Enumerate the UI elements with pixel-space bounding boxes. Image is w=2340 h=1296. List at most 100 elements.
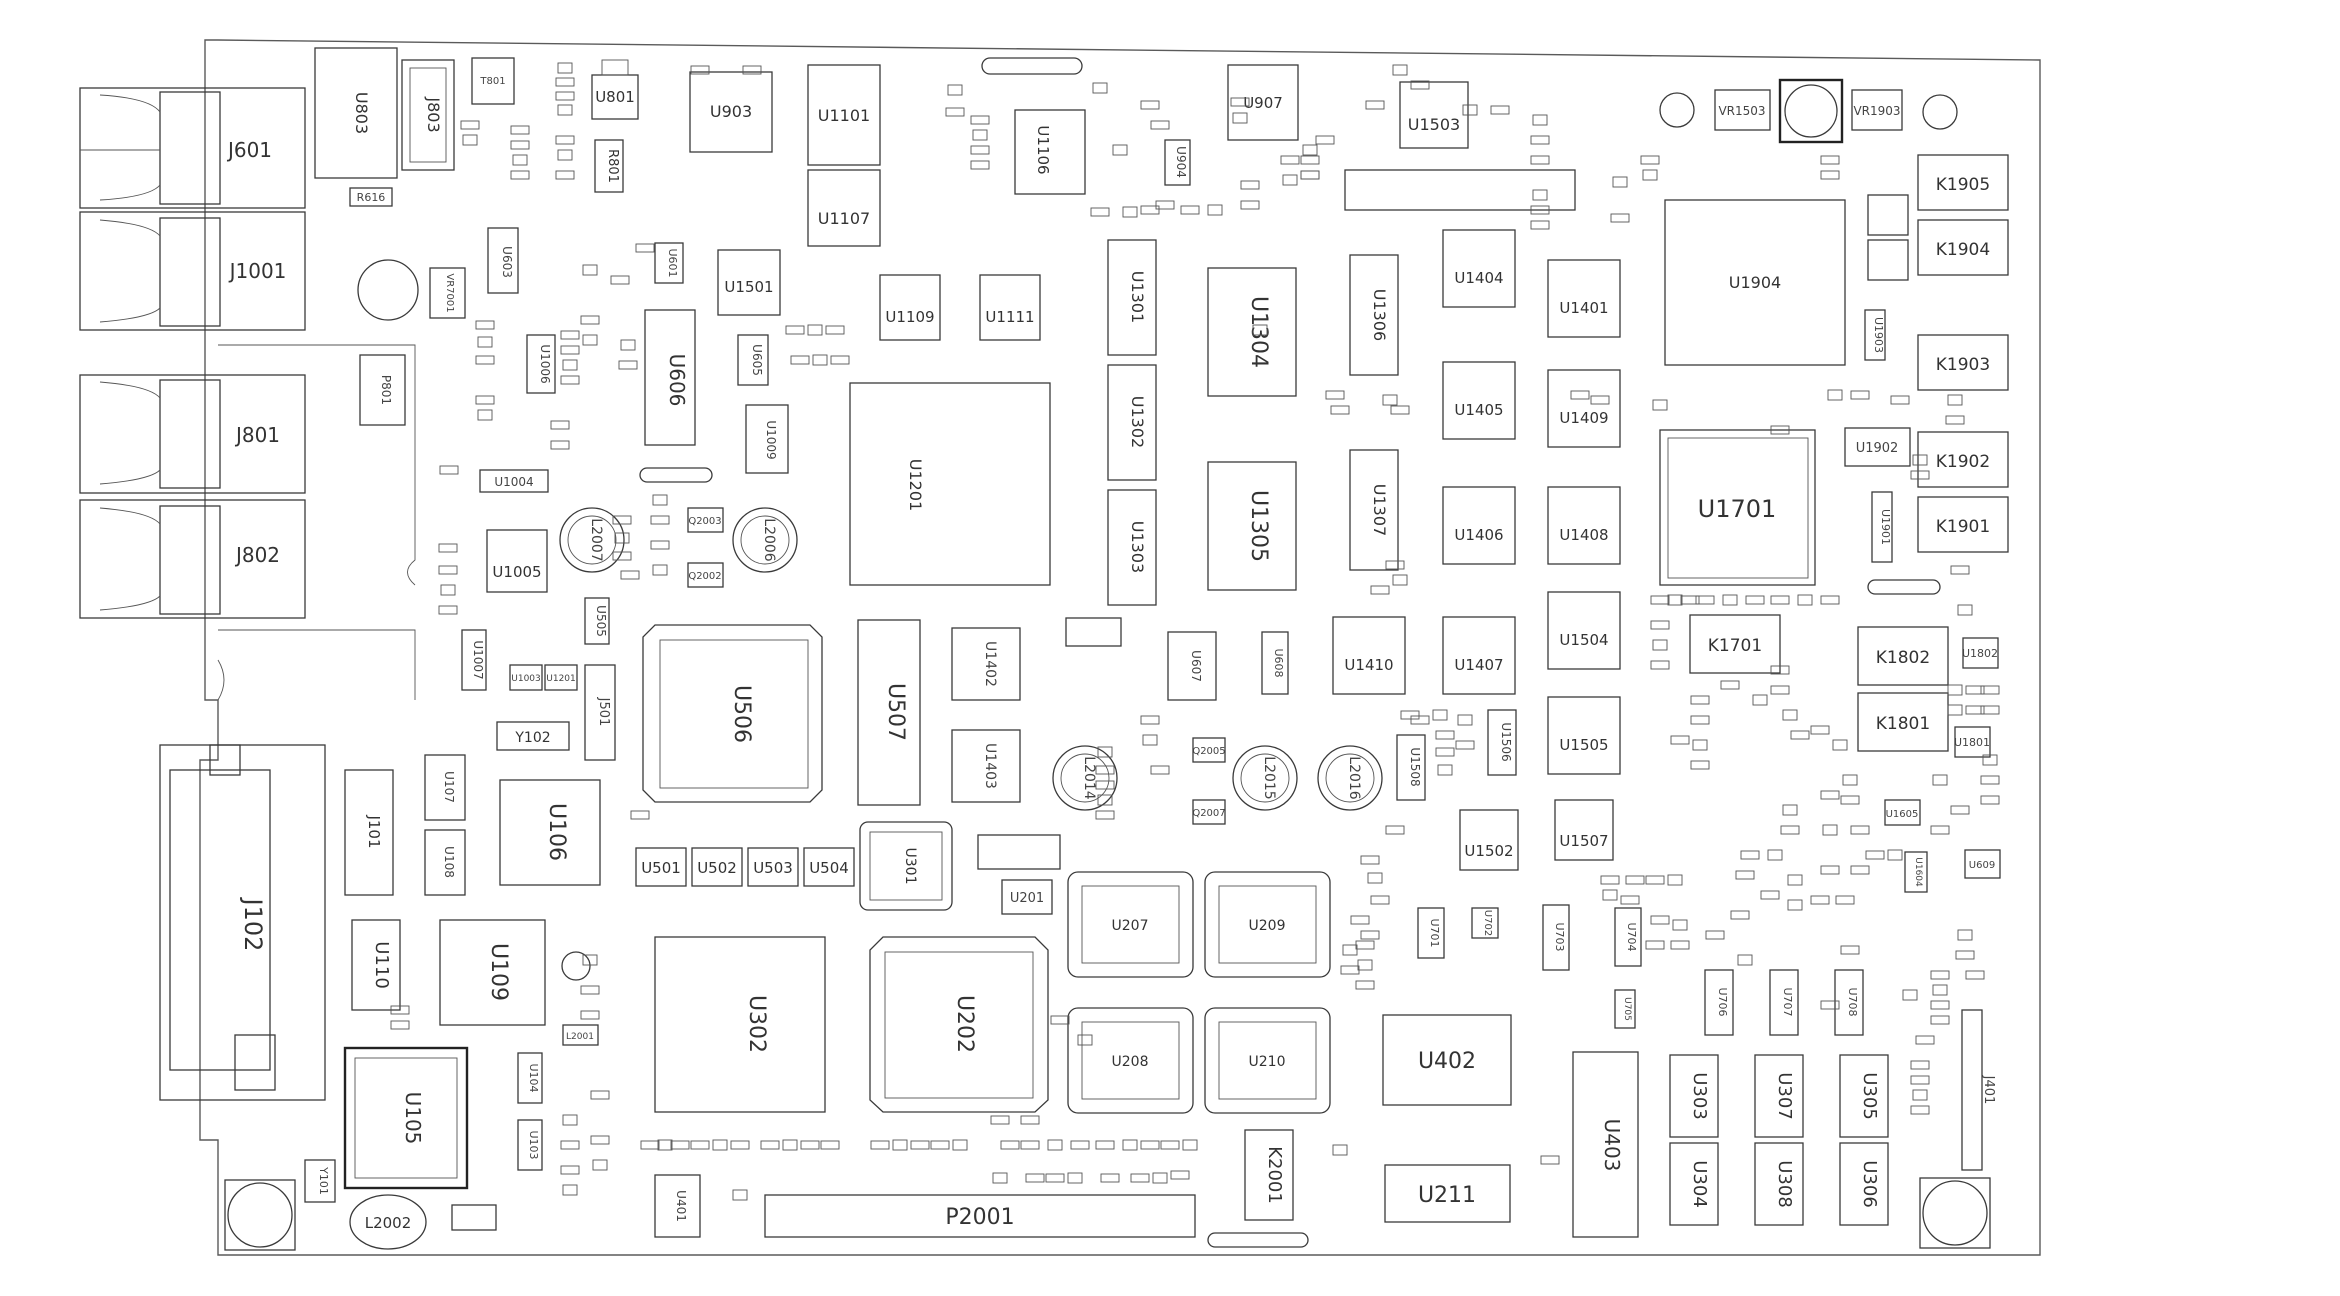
ic-u108: U108 (424, 829, 466, 896)
svg-text:L2007: L2007 (588, 518, 604, 561)
ic-u606: U606 (644, 309, 696, 446)
passive-pad (1047, 1139, 1063, 1151)
passive-pad (1095, 780, 1115, 790)
passive-pad (1645, 875, 1665, 885)
passive-pad (1787, 874, 1803, 886)
svg-text:Q2007: Q2007 (1192, 808, 1225, 819)
svg-text:U1502: U1502 (1464, 842, 1513, 860)
svg-text:U507: U507 (883, 683, 908, 741)
ic-u403: U403 (1572, 1051, 1639, 1238)
ic-u1604: U1604 (1904, 851, 1928, 893)
svg-text:K1904: K1904 (1936, 240, 1990, 260)
inductor-l2007: L2007 (559, 507, 625, 573)
ic-u106: U106 (499, 779, 601, 886)
passive-pad (1150, 120, 1170, 130)
svg-text:U603: U603 (500, 246, 514, 278)
svg-text:L2001: L2001 (566, 1032, 594, 1042)
passive-pad (440, 584, 456, 596)
svg-text:U1401: U1401 (1559, 299, 1608, 317)
passive-pad (1130, 1173, 1150, 1183)
ic-u607: U607 (1167, 631, 1217, 701)
ic-u801: U801 (591, 59, 639, 120)
passive-pad (1530, 205, 1550, 215)
passive-pad (1930, 825, 1950, 835)
ic-u1004: U1004 (479, 469, 549, 493)
connector-j801: J801 (79, 374, 306, 494)
passive-pad (1957, 929, 1973, 941)
ic-u1501: U1501 (717, 249, 781, 316)
passive-pad (438, 565, 458, 575)
ic-u1605: U1605 (1884, 799, 1921, 826)
passive-pad (1530, 135, 1550, 145)
passive-pad (1740, 850, 1760, 860)
passive-pad (790, 355, 810, 365)
passive-pad (620, 570, 640, 580)
passive-pad (1160, 1140, 1180, 1150)
passive-pad (1827, 389, 1843, 401)
passive-pad (1932, 984, 1948, 996)
ic-u706: U706 (1704, 969, 1734, 1036)
passive-pad (562, 1184, 578, 1196)
svg-text:U1404: U1404 (1454, 269, 1503, 287)
svg-text:Q2002: Q2002 (688, 571, 721, 582)
ic-u308: U308 (1754, 1142, 1804, 1226)
passive-pad (830, 355, 850, 365)
ic-u1502: U1502 (1459, 809, 1519, 871)
passive-pad (1690, 715, 1710, 725)
svg-text:U1408: U1408 (1559, 526, 1608, 544)
header-j1101 (1065, 617, 1122, 647)
ic-u1410: U1410 (1332, 616, 1406, 695)
passive-pad (1760, 890, 1780, 900)
ic-u1106: U1106 (1014, 109, 1086, 195)
connector-j1001: J1001 (79, 211, 306, 331)
ic-u1405: U1405 (1442, 361, 1516, 440)
ic-u704: U704 (1614, 907, 1642, 967)
ic-u1408: U1408 (1547, 486, 1621, 565)
resistor-r616: R616 (349, 187, 393, 207)
passive-pad (620, 339, 636, 351)
svg-text:U210: U210 (1249, 1054, 1286, 1070)
svg-text:U1007: U1007 (471, 640, 485, 679)
passive-pad (462, 134, 478, 146)
passive-pad (1090, 207, 1110, 217)
edge-trace (217, 344, 416, 701)
ic-u210: U210 (1204, 1007, 1331, 1114)
ic-u501 (635, 847, 687, 887)
relay-k1802: K1802 (1857, 626, 1949, 686)
svg-text:U1902: U1902 (1856, 441, 1899, 456)
svg-text:VR7001: VR7001 (444, 273, 455, 312)
passive-pad (990, 1115, 1010, 1125)
passive-pad (562, 1114, 578, 1126)
svg-text:U402: U402 (1418, 1049, 1476, 1074)
svg-text:U301: U301 (902, 848, 918, 885)
ic-u1407: U1407 (1442, 616, 1516, 695)
passive-pad (1600, 875, 1620, 885)
label-j802: J802 (234, 543, 280, 567)
passive-pad (1350, 915, 1370, 925)
passive-pad (1182, 1139, 1198, 1151)
ic-u211: U211 (1384, 1164, 1511, 1223)
passive-pad (732, 1189, 748, 1201)
svg-text:U708: U708 (1846, 987, 1859, 1016)
passive-pad (1902, 989, 1918, 1001)
svg-text:U105: U105 (401, 1092, 425, 1145)
passive-pad (670, 1140, 690, 1150)
passive-pad (557, 62, 573, 74)
inductor-l2001: L2001 (562, 1024, 599, 1046)
passive-pad (1690, 760, 1710, 770)
label-j601: J601 (226, 138, 272, 162)
svg-text:U1507: U1507 (1559, 832, 1608, 850)
passive-pad (1915, 1035, 1935, 1045)
passive-pad (1850, 390, 1870, 400)
passive-pad (510, 140, 530, 150)
passive-pad (1150, 765, 1170, 775)
passive-pad (800, 1140, 820, 1150)
relay-k1801: K1801 (1857, 692, 1949, 752)
passive-pad (590, 1090, 610, 1100)
passive-components (390, 62, 2000, 1201)
svg-text:U1508: U1508 (1408, 747, 1422, 786)
svg-text:U1109: U1109 (885, 308, 934, 326)
passive-pad (970, 115, 990, 125)
svg-text:K2001: K2001 (1264, 1146, 1285, 1204)
svg-text:U502: U502 (697, 859, 737, 877)
